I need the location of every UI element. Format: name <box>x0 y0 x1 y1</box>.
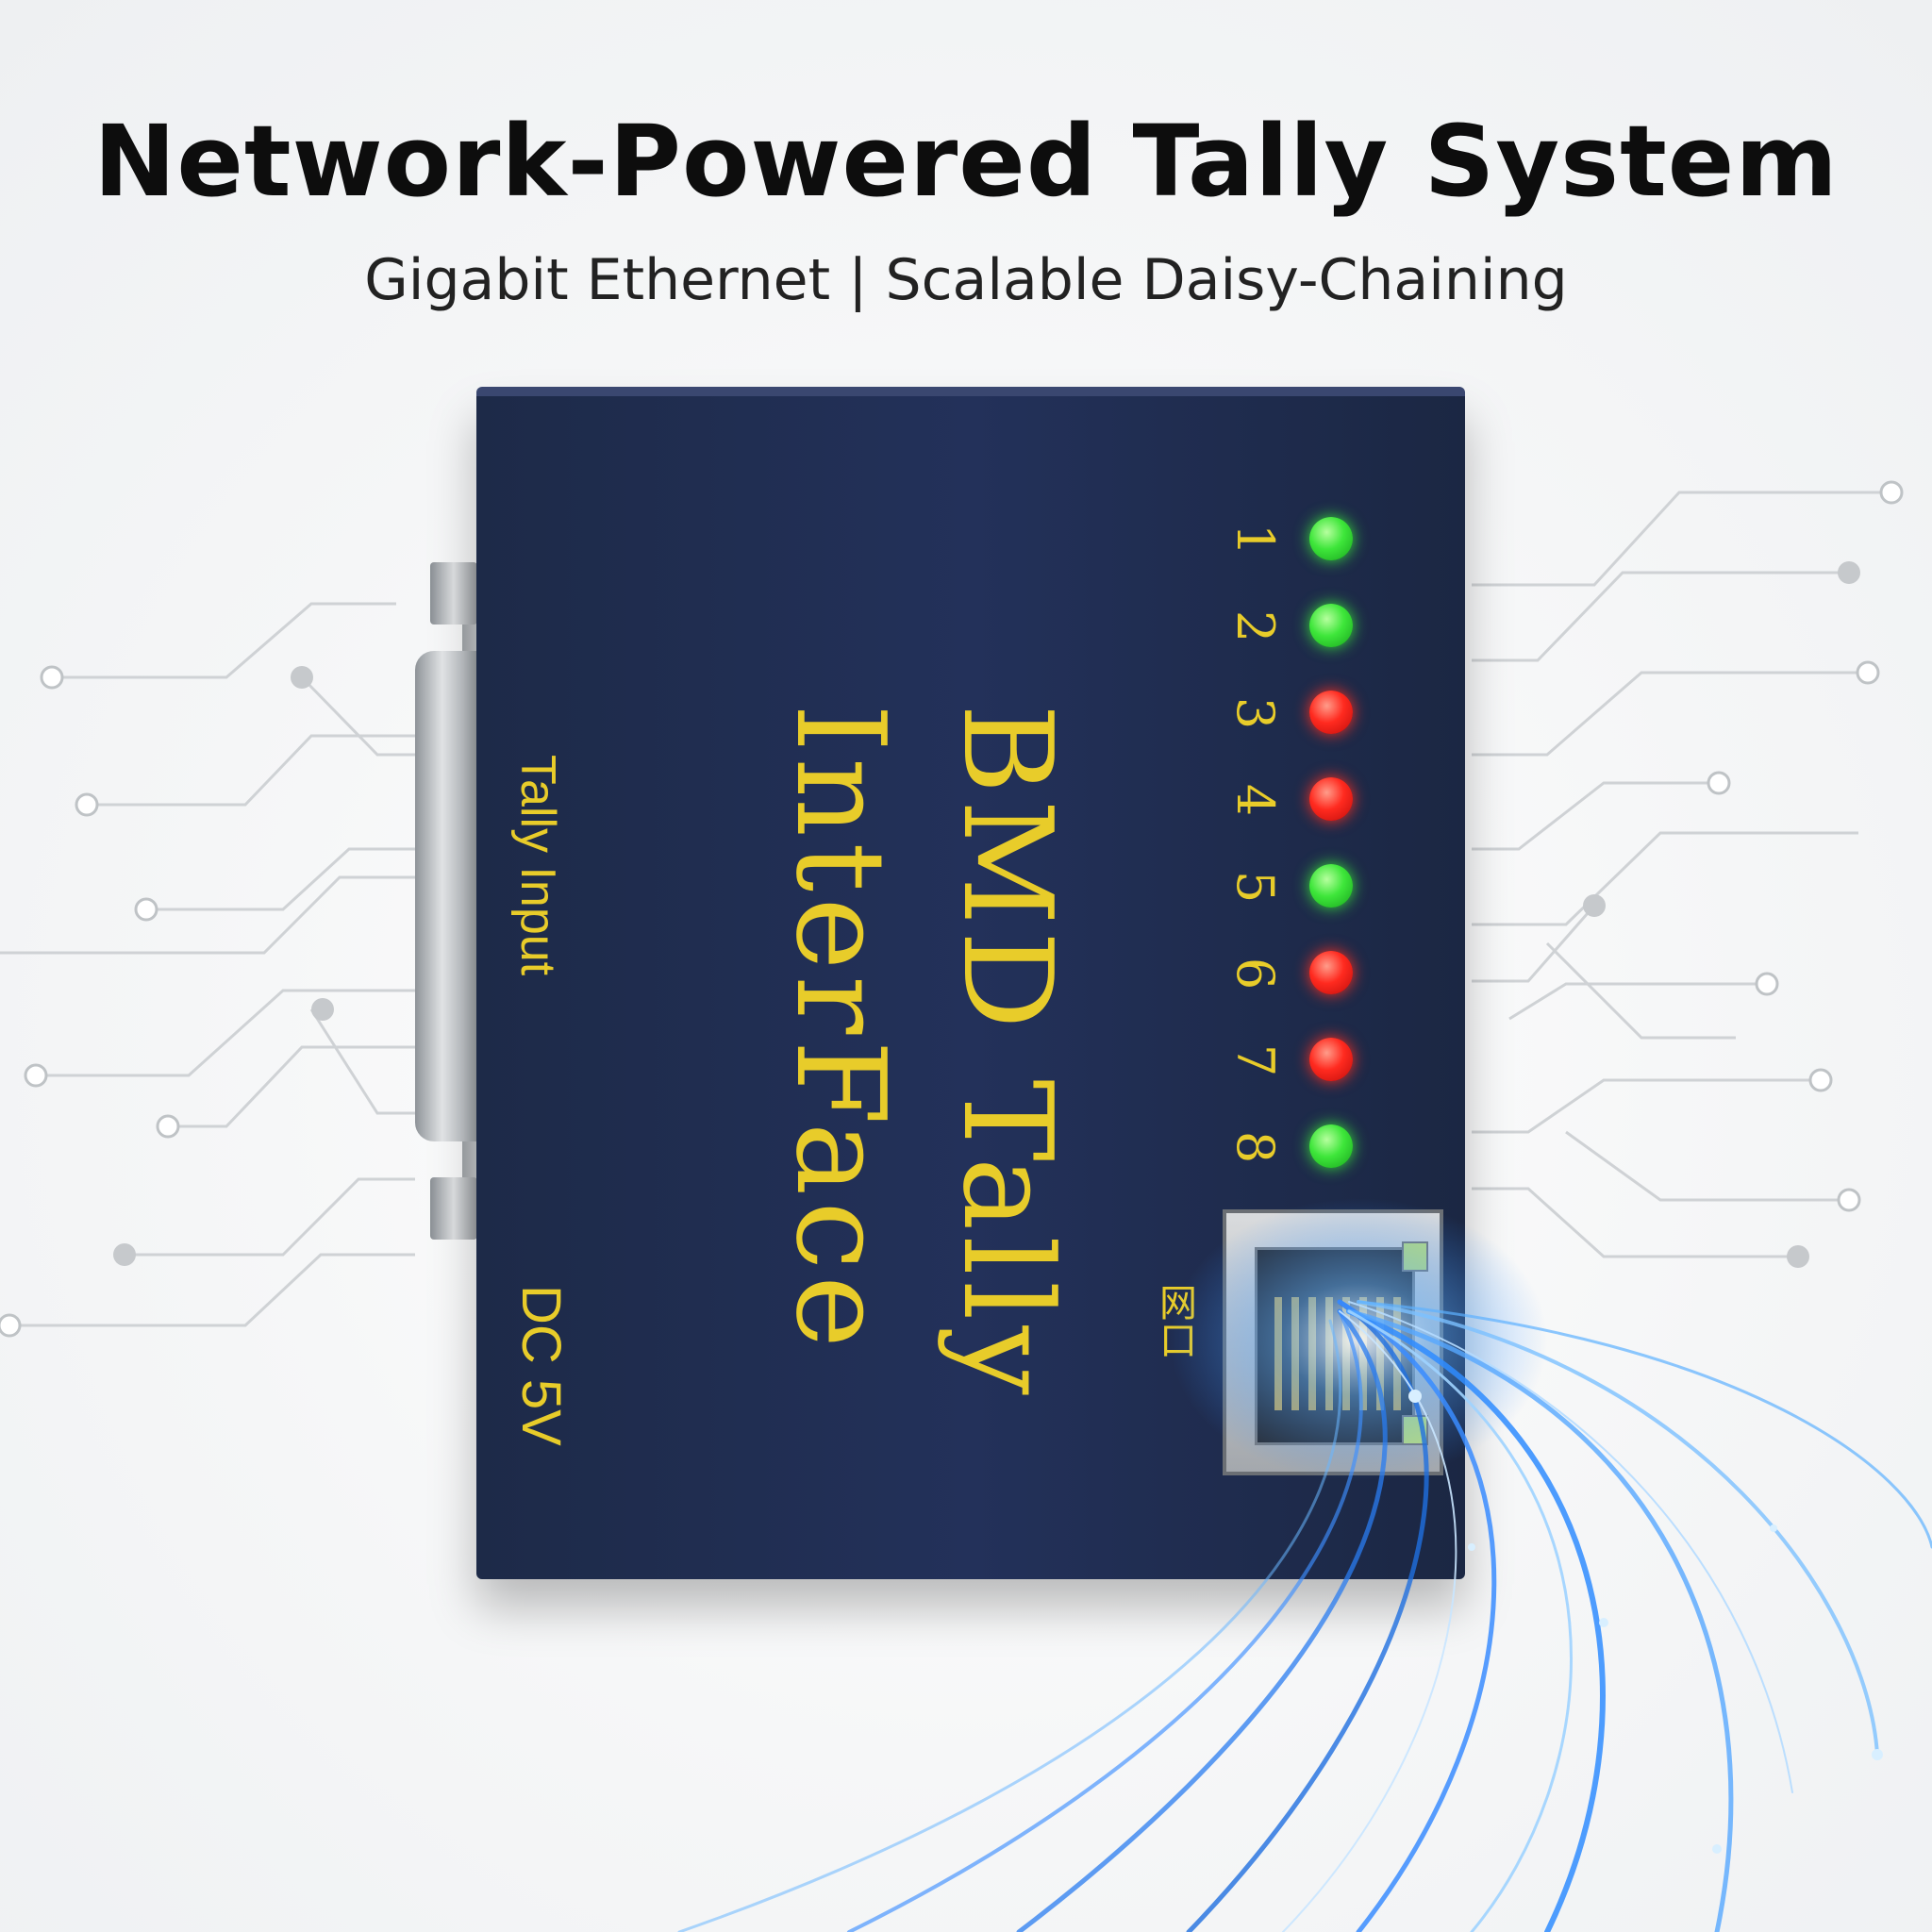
tally-input-label: Tally Input <box>510 755 565 976</box>
led-row: 7 <box>1225 1032 1358 1089</box>
brand-line-2: InterFace <box>769 704 912 1355</box>
led-row: 5 <box>1225 858 1358 915</box>
screw-bottom-icon <box>430 1177 477 1240</box>
subline: Gigabit Ethernet | Scalable Daisy-Chaini… <box>364 247 1568 313</box>
device-top-edge <box>476 387 1465 396</box>
led-indicator-icon <box>1309 777 1353 821</box>
led-row: 8 <box>1225 1119 1358 1175</box>
led-indicator-icon <box>1309 951 1353 994</box>
led-indicator-icon <box>1309 1124 1353 1168</box>
led-row: 1 <box>1225 511 1358 568</box>
led-indicator-icon <box>1309 604 1353 647</box>
screw-top-icon <box>430 562 477 625</box>
headline: Network-Powered Tally System <box>93 104 1839 219</box>
led-indicator-icon <box>1309 517 1353 560</box>
led-row: 3 <box>1225 685 1358 741</box>
led-indicator-icon <box>1309 691 1353 734</box>
led-indicator-icon <box>1309 1038 1353 1081</box>
led-row: 2 <box>1225 598 1358 655</box>
brand-line-1: BMD Tally <box>936 704 1079 1401</box>
db-connector-icon <box>415 651 483 1141</box>
led-indicator-icon <box>1309 864 1353 908</box>
power-label: DC 5V <box>510 1285 572 1446</box>
led-row: 6 <box>1225 945 1358 1002</box>
led-row: 4 <box>1225 772 1358 828</box>
